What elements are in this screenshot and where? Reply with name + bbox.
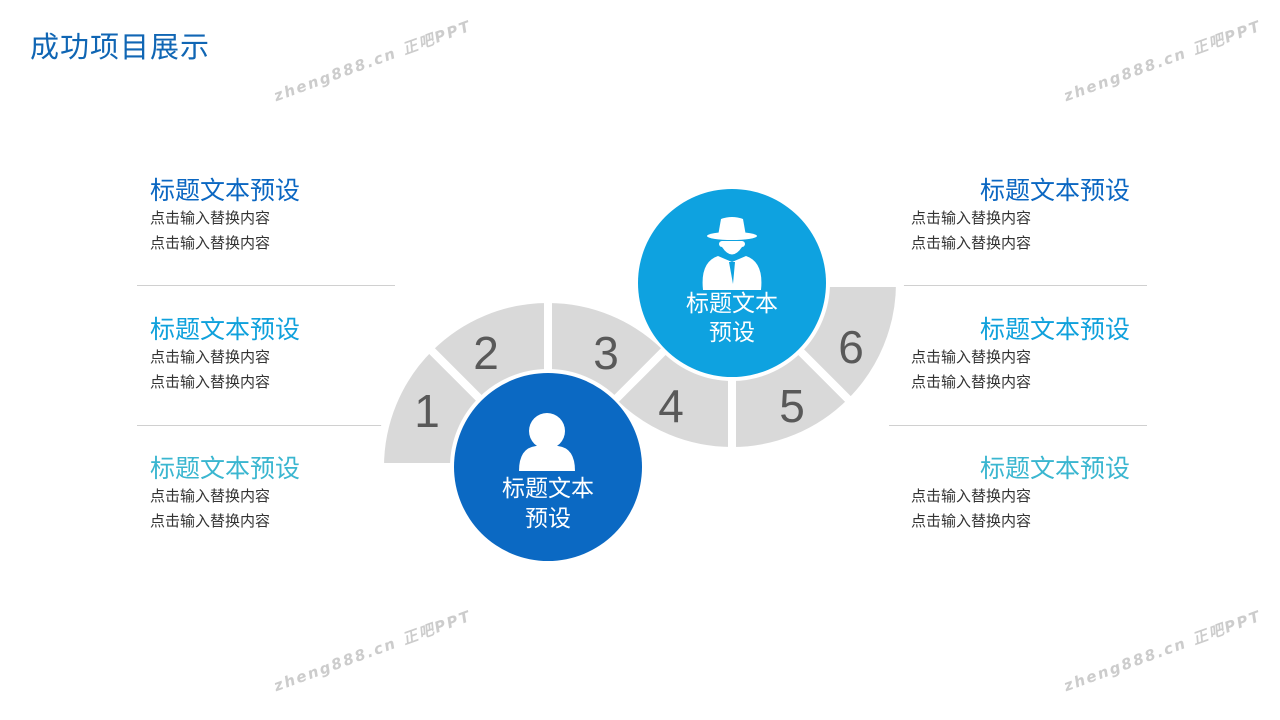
item-text: 点击输入替换内容 <box>150 373 271 391</box>
item-text: 点击输入替换内容 <box>150 209 271 227</box>
item-text: 点击输入替换内容 <box>911 512 1032 530</box>
divider <box>137 285 395 286</box>
left-item-3: 标题文本预设 点击输入替换内容 点击输入替换内容 <box>150 454 410 534</box>
upper-circle-label: 预设 <box>709 320 755 346</box>
item-heading: 标题文本预设 <box>979 454 1130 483</box>
item-heading: 标题文本预设 <box>979 176 1130 205</box>
item-heading: 标题文本预设 <box>150 454 301 483</box>
segment-number-4: 4 <box>658 380 684 432</box>
user-icon <box>519 413 575 471</box>
spy-icon <box>702 217 762 290</box>
divider <box>889 285 1147 286</box>
item-text: 点击输入替换内容 <box>911 487 1032 505</box>
item-heading: 标题文本预设 <box>150 315 301 344</box>
item-text: 点击输入替换内容 <box>150 487 271 505</box>
item-text: 点击输入替换内容 <box>150 348 271 366</box>
divider <box>137 425 395 426</box>
right-item-2: 标题文本预设 点击输入替换内容 点击输入替换内容 <box>870 315 1130 395</box>
lower-circle-label: 预设 <box>525 506 571 532</box>
item-text: 点击输入替换内容 <box>150 234 271 252</box>
left-item-2: 标题文本预设 点击输入替换内容 点击输入替换内容 <box>150 315 410 395</box>
segment-number-1: 1 <box>414 385 440 437</box>
segment-number-2: 2 <box>473 327 499 379</box>
item-heading: 标题文本预设 <box>979 315 1130 344</box>
right-item-1: 标题文本预设 点击输入替换内容 点击输入替换内容 <box>870 176 1130 256</box>
item-text: 点击输入替换内容 <box>911 348 1032 366</box>
item-text: 点击输入替换内容 <box>911 209 1032 227</box>
divider <box>889 425 1147 426</box>
item-text: 点击输入替换内容 <box>911 373 1032 391</box>
page-title: 成功项目展示 <box>30 30 211 64</box>
segment-number-3: 3 <box>593 327 619 379</box>
item-heading: 标题文本预设 <box>150 176 301 205</box>
segment-number-6: 6 <box>838 321 864 373</box>
item-text: 点击输入替换内容 <box>911 234 1032 252</box>
segment-number-5: 5 <box>779 380 805 432</box>
right-item-3: 标题文本预设 点击输入替换内容 点击输入替换内容 <box>870 454 1130 534</box>
lower-circle-label: 标题文本 <box>502 476 594 502</box>
upper-circle-label: 标题文本 <box>686 291 778 317</box>
left-item-1: 标题文本预设 点击输入替换内容 点击输入替换内容 <box>150 176 410 256</box>
item-text: 点击输入替换内容 <box>150 512 271 530</box>
